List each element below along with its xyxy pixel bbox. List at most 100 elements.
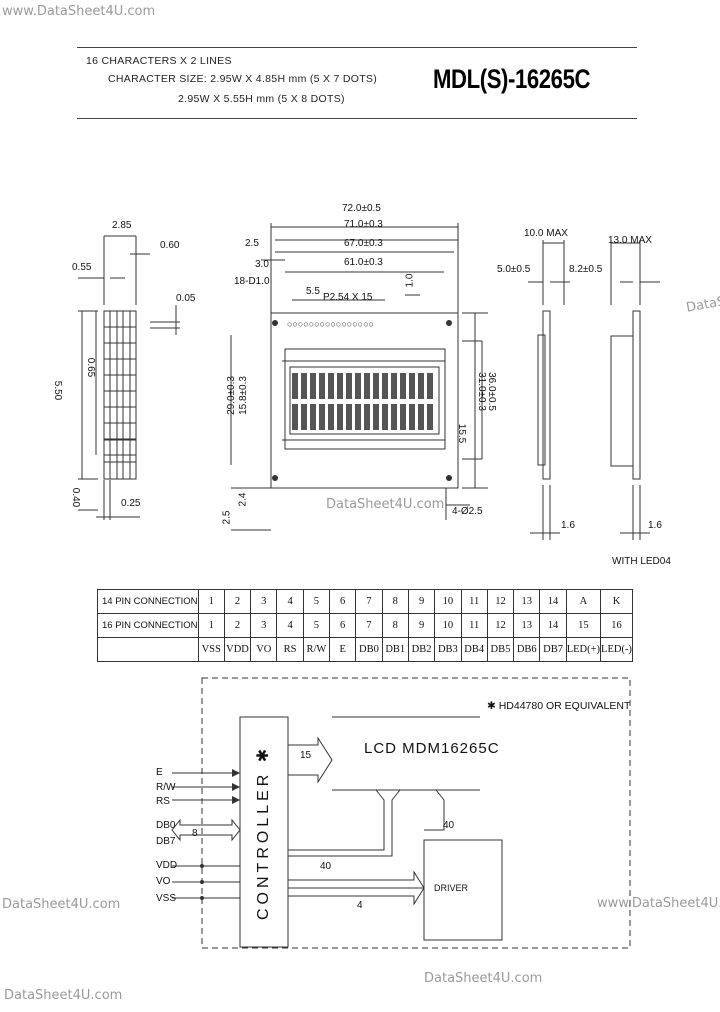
table-cell: 7 <box>355 589 383 614</box>
header-line-3: 2.95W X 5.55H mm (5 X 8 DOTS) <box>178 93 345 105</box>
with-led-label: WITH LED04 <box>612 556 671 567</box>
table-cell: 14 <box>539 589 567 614</box>
dim-2-4: 2.4 <box>237 492 249 507</box>
pin-connection-table: 14 PIN CONNECTION 1 2 3 4 5 6 7 8 9 10 1… <box>97 589 633 662</box>
dim-1-6a: 1.6 <box>561 520 575 531</box>
table-cell: E <box>329 637 357 662</box>
dim-18-holes: 18-D1.0 <box>234 276 270 287</box>
driver-label: DRIVER <box>434 883 469 893</box>
table-cell: R/W <box>302 637 331 662</box>
table-cell: LED(+) <box>565 637 602 662</box>
dim-0-55: 0.55 <box>72 262 92 273</box>
table-cell: 16 <box>600 613 633 638</box>
table-cell: A <box>565 589 602 614</box>
table-cell: VDD <box>223 637 252 662</box>
table-cell: 13 <box>513 589 541 614</box>
controller-block <box>239 716 289 948</box>
signal-rs: RS <box>156 796 170 807</box>
header-line-2: CHARACTER SIZE: 2.95W X 4.85H mm (5 X 7 … <box>108 73 378 85</box>
signal-vss: VSS <box>156 893 177 904</box>
table-cell: 9 <box>407 589 436 614</box>
signal-e: E <box>156 767 163 778</box>
table-cell: DB3 <box>434 637 462 662</box>
table-cell: 10 <box>434 613 462 638</box>
character-dot-grid <box>103 310 137 480</box>
bus-8-label: 8 <box>192 828 198 839</box>
table-cell: VSS <box>197 637 225 662</box>
dim-1-0: 1.0 <box>404 273 416 288</box>
dim-67: 67.0±0.3 <box>344 238 383 249</box>
table-cell: 10 <box>434 589 462 614</box>
dim-0-60: 0.60 <box>160 240 180 251</box>
table-cell: 11 <box>460 589 488 614</box>
table-cell: DB4 <box>460 637 488 662</box>
dim-pitch: P2.54 X 15 <box>323 292 373 303</box>
driver-block <box>423 839 503 941</box>
dim-0-40: 0.40 <box>70 487 82 508</box>
signal-rw: R/W <box>156 782 176 793</box>
table-cell: 1 <box>197 613 225 638</box>
signal-vdd: VDD <box>156 860 178 871</box>
dim-10-max: 10.0 MAX <box>524 228 568 239</box>
table-cell: 8 <box>381 613 409 638</box>
row-label: 14 PIN CONNECTION <box>97 589 199 614</box>
dim-29: 29.0±0.3 <box>225 376 237 415</box>
signal-db7: DB7 <box>156 836 176 847</box>
row-label <box>97 637 199 662</box>
dim-1-6b: 1.6 <box>648 520 662 531</box>
table-cell: DB6 <box>513 637 541 662</box>
table-cell: 14 <box>539 613 567 638</box>
svg-text:○○○○○○○○○○○○○○○○: ○○○○○○○○○○○○○○○○ <box>287 319 374 329</box>
watermark-bottom-left: DataSheet4U.com <box>4 988 123 1003</box>
dim-15-5: 15.5 <box>456 423 468 444</box>
row-label: 16 PIN CONNECTION <box>97 613 199 638</box>
watermark-mid-left: DataSheet4U.com <box>2 897 121 912</box>
bus-40a-label: 40 <box>443 820 455 831</box>
table-cell: DB2 <box>407 637 436 662</box>
dim-71: 71.0±0.3 <box>344 219 383 230</box>
dim-5-5: 5.5 <box>306 286 320 297</box>
table-cell: 6 <box>329 613 357 638</box>
bus-4-arrow <box>287 870 425 906</box>
dim-2-5: 2.5 <box>245 238 259 249</box>
table-cell: VO <box>250 637 278 662</box>
dim-0-05: 0.05 <box>176 293 196 304</box>
bus-15-arrow <box>287 736 333 784</box>
watermark-top-left: www.DataSheet4U.com <box>2 4 156 19</box>
dim-36: 36.0±0.5 <box>485 372 497 411</box>
mechanical-drawing: ○○○○○○○○○○○○○○○○ <box>78 223 660 540</box>
table-cell: 15 <box>565 613 602 638</box>
table-cell: 8 <box>381 589 409 614</box>
signal-db0: DB0 <box>156 820 176 831</box>
watermark-mid-right: www.DataSheet4U.com <box>597 896 720 911</box>
dim-13-max: 13.0 MAX <box>608 235 652 246</box>
dim-2-5b: 2.5 <box>221 510 233 525</box>
table-cell: 7 <box>355 613 383 638</box>
dim-2-85: 2.85 <box>112 220 132 231</box>
table-cell: DB1 <box>381 637 409 662</box>
table-cell: 1 <box>197 589 225 614</box>
dim-15-8: 15.8±0.3 <box>237 376 249 415</box>
dim-0-65: 0.65 <box>85 357 97 378</box>
table-cell: 4 <box>276 613 304 638</box>
watermark-center: DataSheet4U.com <box>326 497 445 512</box>
header-box <box>77 47 637 119</box>
dim-72: 72.0±0.5 <box>342 203 381 214</box>
table-cell: 2 <box>223 589 252 614</box>
model-number: MDL(S)-16265C <box>433 64 591 94</box>
table-cell: 3 <box>250 613 278 638</box>
bus-40b-label: 40 <box>320 861 332 872</box>
table-row: VSS VDD VO RS R/W E DB0 DB1 DB2 DB3 DB4 … <box>97 637 633 662</box>
controller-label: CONTROLLER ✱ <box>255 744 272 920</box>
table-cell: 5 <box>302 613 331 638</box>
data-bus-arrow <box>171 818 241 842</box>
table-cell: 6 <box>329 589 357 614</box>
table-cell: 11 <box>460 613 488 638</box>
signal-vo: VO <box>156 876 171 887</box>
dim-3-0: 3.0 <box>255 259 269 270</box>
table-cell: 9 <box>407 613 436 638</box>
dim-5-0: 5.0±0.5 <box>497 264 531 275</box>
dim-61: 61.0±0.3 <box>344 257 383 268</box>
lcd-label: LCD MDM16265C <box>364 740 500 757</box>
table-cell: 4 <box>276 589 304 614</box>
